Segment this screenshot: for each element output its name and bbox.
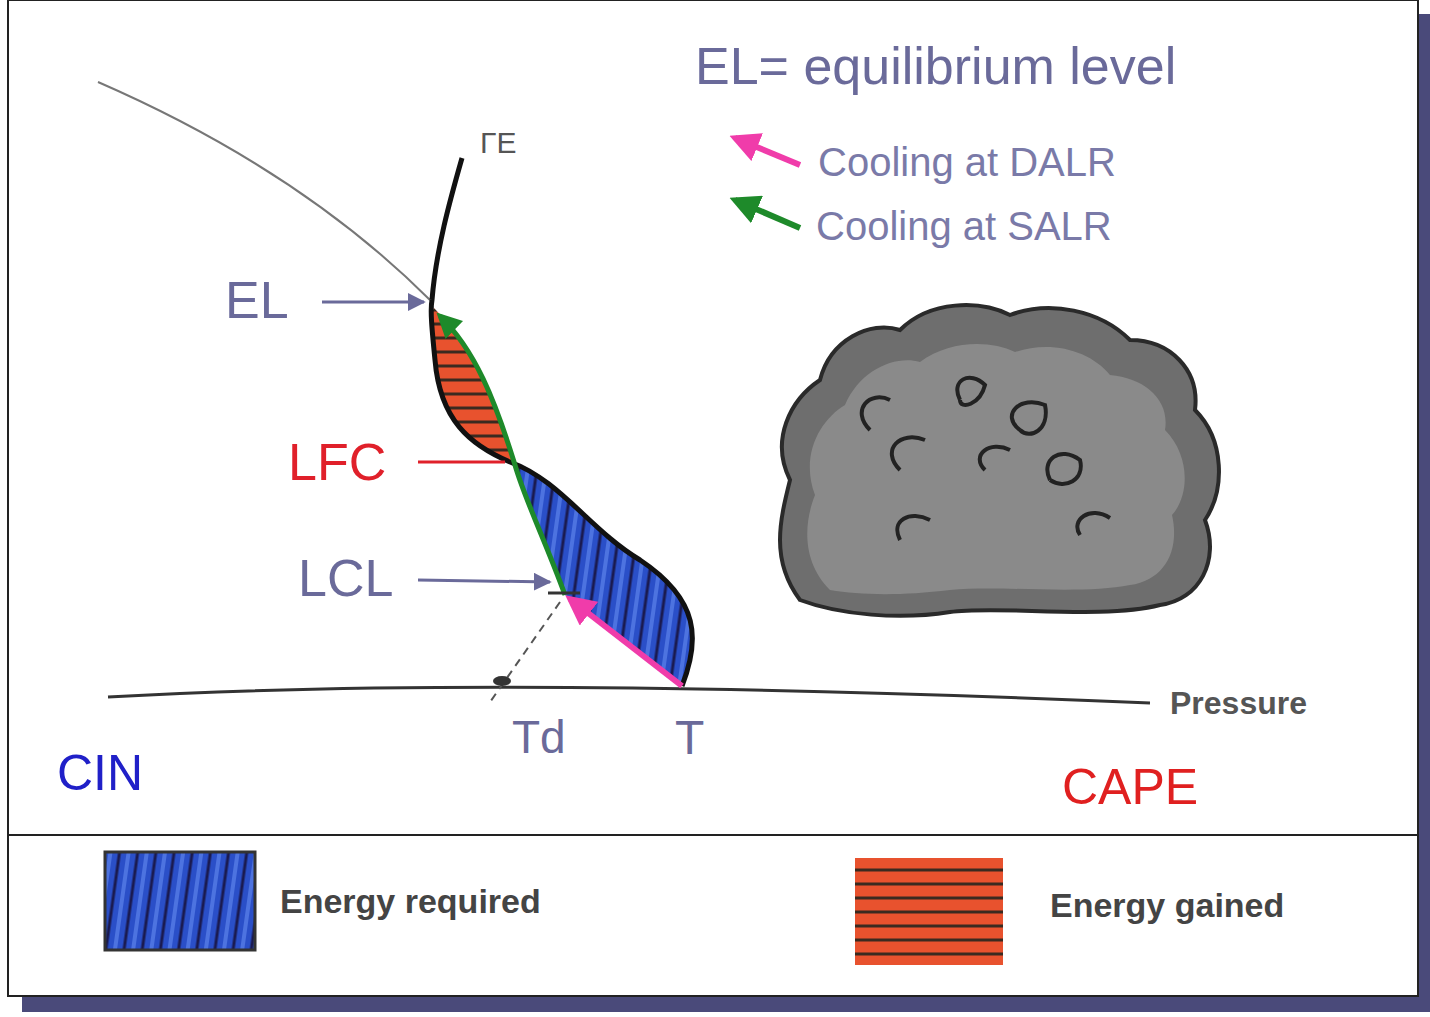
salr-arrow [440,316,565,595]
cloud [780,305,1219,616]
el-leader [322,301,424,304]
energy-gained-swatch [855,858,1003,965]
legend-text: Cooling at SALR [816,204,1112,248]
dewpoint-dot [493,676,511,686]
temperature-label: T [675,712,704,765]
panel-divider [8,834,1418,836]
grey-curve [98,82,430,300]
level-label: LCL [298,550,393,607]
gamma-label: ΓE [480,126,517,159]
environment-curve [431,158,692,686]
heading-label: EL= equilibrium level [695,38,1176,95]
dewpoint-line [488,602,560,705]
dalr-arrow [570,599,682,686]
lcl-leader [418,580,550,582]
dalr-sample [735,138,800,165]
pressure-line [108,687,1150,703]
legend-text: Energy required [280,883,541,920]
level-label: EL [225,272,289,329]
cin-area [515,465,692,686]
area-label: CIN [57,746,143,801]
level-label: LFC [288,434,386,491]
legend-text: Energy gained [1050,887,1284,924]
area-label: CAPE [1062,760,1198,815]
energy-required-swatch [105,852,255,950]
axis-label: Pressure [1170,686,1307,721]
salr-sample [735,200,800,228]
legend-text: Cooling at DALR [818,140,1116,184]
lfc-leader [418,461,505,464]
frame [8,0,1418,996]
temperature-label: Td [512,712,566,763]
lcl-mark [548,592,580,595]
